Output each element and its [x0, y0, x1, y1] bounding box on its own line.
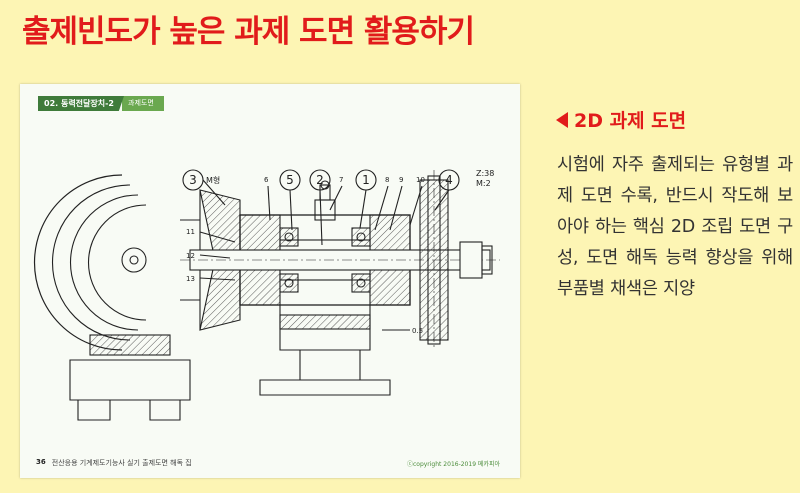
section-ribbon: 02. 동력전달장치-2 과제도면 [38, 96, 164, 111]
leader-13: 13 [186, 275, 195, 283]
page-number: 36 [36, 458, 46, 466]
leader-10: 10 [416, 176, 425, 184]
callout-5: 5 [286, 173, 294, 187]
callout-3: 3 [189, 173, 197, 187]
side-description: 시험에 자주 출제되는 유형별 과제 도면 수록, 반드시 작도해 보아야 하는… [557, 155, 793, 299]
leader-6: 6 [264, 176, 269, 184]
callout-2: 2 [316, 173, 324, 187]
dimension-label: 0.5 [412, 327, 423, 335]
section-tag: 과제도면 [122, 96, 164, 111]
mark3-caption: M형 [206, 176, 220, 185]
leader-9: 9 [399, 176, 403, 184]
triangle-left-icon [556, 111, 568, 128]
footer-copyright: ⓒcopyright 2016-2019 메카피아 [406, 461, 500, 468]
leader-11: 11 [186, 228, 195, 236]
side-title: 2D 과제 도면 [556, 106, 686, 133]
mark4-caption-line2: M:2 [476, 179, 491, 188]
side-title-text: 2D 과제 도면 [574, 110, 687, 132]
footer-book-title: 전산응용 기계제도기능사 실기 출제도면 해독 집 [51, 459, 192, 467]
section-label: 02. 동력전달장치-2 [38, 96, 125, 111]
page-footer: 36 전산응용 기계제도기능사 실기 출제도면 해독 집 [36, 458, 192, 468]
book-page-preview: 02. 동력전달장치-2 과제도면 [20, 84, 520, 478]
leader-8: 8 [385, 176, 389, 184]
assembly-drawing: 3 5 2 1 4 M형 Z:38 M:2 6 7 8 9 10 11 12 1… [33, 169, 500, 421]
callout-4: 4 [445, 173, 453, 187]
mark4-caption-line1: Z:38 [476, 169, 494, 178]
headline: 출제빈도가 높은 과제 도면 활용하기 [22, 14, 475, 50]
callout-1: 1 [362, 173, 370, 187]
leader-7: 7 [339, 176, 343, 184]
leader-12: 12 [186, 252, 195, 260]
